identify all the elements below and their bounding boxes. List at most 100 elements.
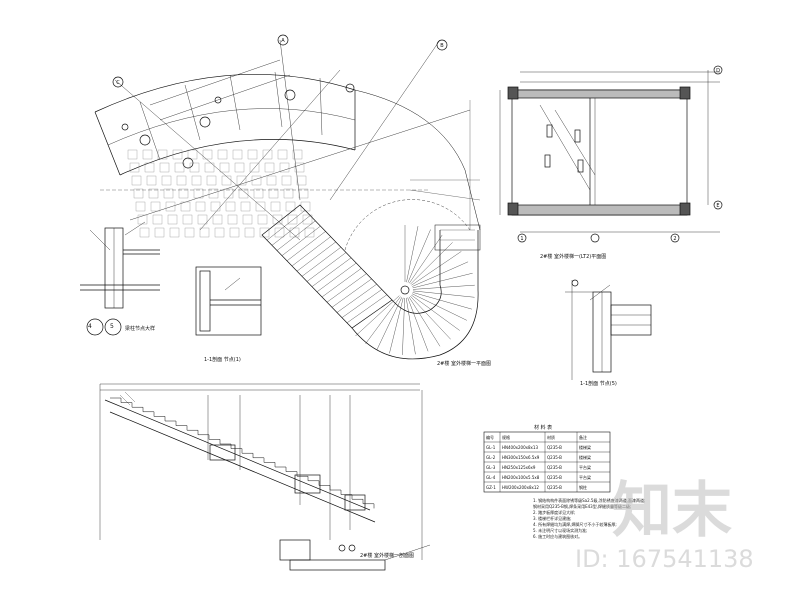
grating-cell: [302, 214, 313, 225]
drawing-line: [407, 229, 431, 283]
axis-bubble-label: A: [281, 38, 285, 44]
drawing-line: [365, 296, 401, 344]
grating-cell: [169, 227, 180, 238]
axis-bubble-label: C: [116, 80, 120, 86]
table-header-cell: 材质: [547, 435, 555, 440]
table-cell: 平台梁: [579, 465, 591, 470]
grating-cell: [127, 149, 138, 160]
axis-bubble-label: D: [716, 68, 720, 74]
grating-cell: [202, 149, 213, 160]
drawing-line: [406, 226, 419, 283]
section-caption: 2#楼 室外楼梯一剖面图: [360, 553, 414, 559]
grating-cell: [264, 162, 275, 173]
grating-cell: [251, 175, 262, 186]
drawing-line: [412, 292, 472, 310]
grating-cell: [283, 188, 294, 199]
grating-cell: [277, 149, 288, 160]
drawing-line: [412, 284, 475, 290]
drawing-line: [336, 284, 377, 313]
grating-cell: [262, 149, 273, 160]
grating-cell: [217, 149, 228, 160]
note-line: 1. 钢结构构件表面除锈等级Sa2.5级,涂防锈底漆两道,面漆两道;: [533, 498, 646, 503]
stair-section-view: [99, 383, 431, 571]
detail-caption-5: 1-1剖面 节点(5): [580, 381, 617, 387]
table-cell: 钢柱: [579, 485, 587, 490]
watermark-logo: 知末: [612, 476, 732, 546]
grating-cell: [212, 214, 223, 225]
table-cell: GL-1: [486, 445, 496, 450]
grating-cell: [285, 201, 296, 212]
drawing-line: [301, 247, 341, 277]
beam-column-detail-left: [80, 221, 160, 336]
drawing-line: [311, 257, 352, 287]
note-line: 4. 所有焊缝均为满焊,焊脚尺寸不小于较薄板厚;: [533, 522, 617, 527]
drawing-line: [412, 261, 469, 287]
drawing-line: [321, 268, 362, 298]
note-line: 5. 未注明尺寸以现场实测为准;: [533, 528, 588, 533]
table-cell: 平台梁: [579, 475, 591, 480]
drawing-line: [355, 295, 400, 337]
table-title: 材 料 表: [534, 425, 553, 431]
table-cell: HN300x150x6.5x9: [502, 455, 540, 460]
grating-cell: [259, 227, 270, 238]
grating-cell: [257, 214, 268, 225]
table-cell: GL-4: [486, 475, 496, 480]
drawing-line: [326, 273, 367, 303]
drawing-line: [296, 241, 336, 272]
grating-cell: [232, 149, 243, 160]
note-line: 6. 施工时应与建筑图核对。: [533, 534, 583, 539]
grating-cell: [152, 214, 163, 225]
drawing-line: [406, 297, 416, 355]
table-header-cell: 规格: [502, 435, 510, 440]
grating-cell: [159, 162, 170, 173]
drawing-line: [408, 296, 441, 347]
plan-view: [94, 34, 481, 360]
drawing-line: [331, 278, 372, 308]
table-cell: GZ-1: [486, 485, 496, 490]
grating-cell: [304, 227, 315, 238]
grating-cell: [150, 201, 161, 212]
grating-cell: [292, 149, 303, 160]
grating-cell: [204, 162, 215, 173]
frame-plan: [499, 65, 723, 243]
drawing-line: [407, 297, 429, 352]
detail-caption-1: 1-1剖面 节点(1): [204, 357, 241, 363]
drawing-line: [402, 297, 405, 355]
grating-cell: [210, 201, 221, 212]
grating-cell: [161, 175, 172, 186]
grating-cell: [229, 227, 240, 238]
axis-bubble-label: B: [440, 43, 444, 49]
material-table-frame: [483, 431, 611, 493]
note-line: 2. 踏步板厚度详见大样;: [533, 510, 576, 515]
grating-cell: [195, 201, 206, 212]
table-cell: HN400x200x8x13: [502, 445, 539, 450]
grating-cell: [247, 149, 258, 160]
grating-cell: [148, 188, 159, 199]
grating-cell: [184, 227, 195, 238]
note-line: 3. 楼梯栏杆详见建施;: [533, 516, 572, 521]
grating-cell: [242, 214, 253, 225]
drawing-line: [341, 289, 382, 318]
grating-cell: [227, 214, 238, 225]
grating-cell: [135, 201, 146, 212]
plan-caption: 2#楼 室外楼梯一平面图: [437, 361, 491, 367]
drawing-line: [281, 225, 321, 256]
grating-cell: [221, 175, 232, 186]
table-cell: Q235-B: [547, 445, 562, 450]
grating-cell: [266, 175, 277, 186]
grating-cell: [255, 201, 266, 212]
grating-cell: [137, 214, 148, 225]
grating-cell: [206, 175, 217, 186]
grating-cell: [219, 162, 230, 173]
drawing-line: [316, 262, 357, 292]
drawing-line: [286, 231, 326, 261]
drawing-line: [410, 295, 451, 340]
grating-cell: [249, 162, 260, 173]
grating-cell: [163, 188, 174, 199]
table-cell: Q235-B: [547, 475, 562, 480]
grating-cell: [189, 162, 200, 173]
drawing-line: [291, 236, 331, 267]
grating-cell: [129, 162, 140, 173]
table-cell: HN250x125x6x9: [502, 465, 536, 470]
grating-cell: [225, 201, 236, 212]
